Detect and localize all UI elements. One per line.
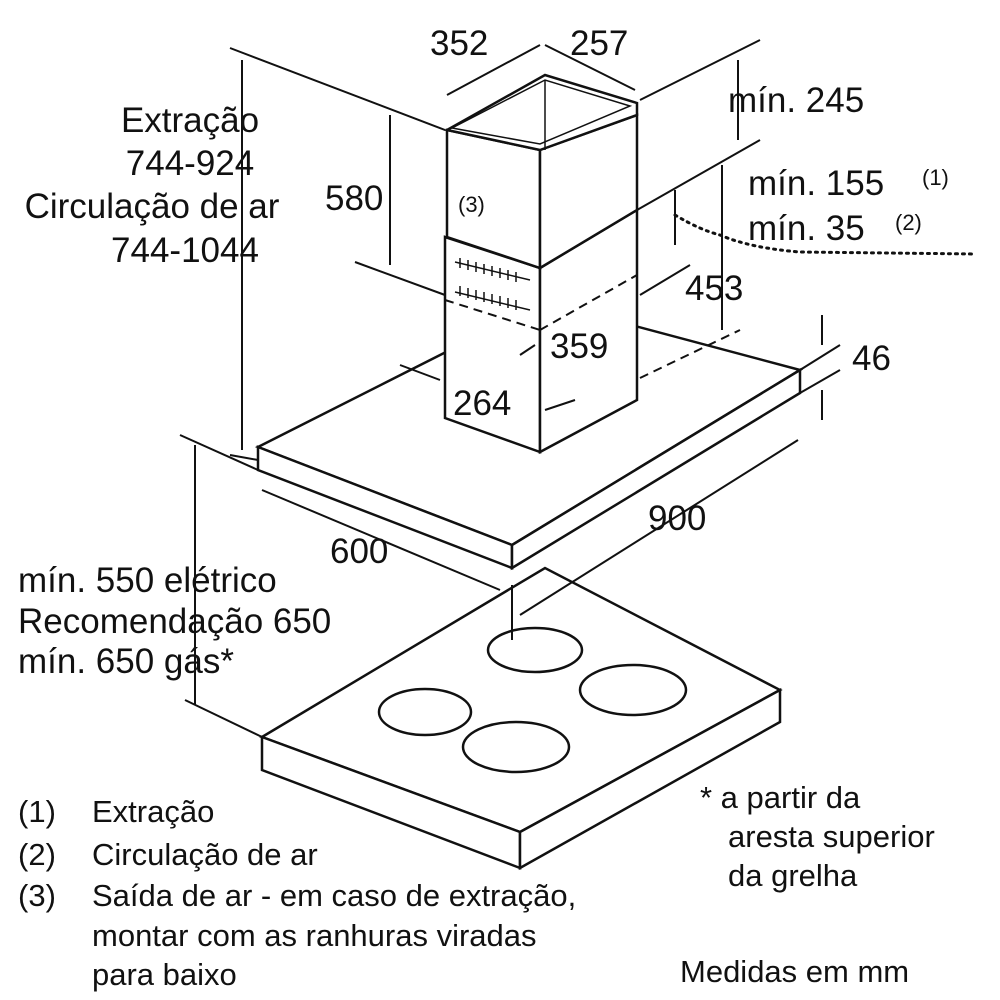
svg-text:aresta superior: aresta superior	[728, 819, 935, 854]
dim-900: 900	[648, 499, 706, 538]
svg-text:montar com as ranhuras viradas: montar com as ranhuras viradas	[92, 918, 537, 953]
svg-text:da grelha: da grelha	[728, 858, 858, 893]
svg-text:744-924: 744-924	[126, 144, 254, 183]
svg-text:Extração: Extração	[121, 101, 259, 140]
dim-264: 264	[453, 384, 511, 423]
svg-text:Circulação de ar: Circulação de ar	[25, 187, 280, 226]
cooktop	[259, 566, 783, 871]
svg-text:Recomendação 650: Recomendação 650	[18, 602, 331, 641]
svg-text:744-1044: 744-1044	[111, 231, 259, 270]
burner	[377, 687, 473, 737]
svg-text:Extração: Extração	[92, 794, 214, 829]
dim-46: 46	[852, 339, 891, 378]
dim-453: 453	[685, 269, 743, 308]
svg-text:* a partir da: * a partir da	[700, 780, 861, 815]
svg-text:(1): (1)	[18, 794, 56, 829]
dim-600: 600	[330, 532, 388, 571]
dim-min-35: mín. 35	[748, 209, 865, 248]
grille-marker: (3)	[458, 192, 485, 217]
dim-580: 580	[325, 179, 383, 218]
units-note: Medidas em mm	[680, 954, 909, 989]
dim-352: 352	[430, 24, 488, 63]
dimension-lines	[179, 39, 977, 738]
dim-257: 257	[570, 24, 628, 63]
svg-text:mín. 650 gás*: mín. 650 gás*	[18, 642, 234, 681]
height-label: Extração 744-924 Circulação de ar 744-10…	[25, 101, 280, 270]
note-2-marker: (2)	[895, 210, 922, 235]
dim-359: 359	[550, 327, 608, 366]
dim-min-245: mín. 245	[728, 81, 864, 120]
note-1-marker: (1)	[922, 165, 949, 190]
svg-text:mín. 550 elétrico: mín. 550 elétrico	[18, 561, 277, 600]
svg-text:(2): (2)	[18, 837, 56, 872]
burner	[578, 663, 688, 717]
burner	[461, 720, 571, 774]
svg-text:(3): (3)	[18, 878, 56, 913]
svg-text:Circulação de ar: Circulação de ar	[92, 837, 318, 872]
svg-text:para baixo: para baixo	[92, 957, 237, 992]
chimney	[443, 73, 639, 455]
legend: (1) Extração (2) Circulação de ar (3) Sa…	[18, 794, 576, 992]
footnote: * a partir da aresta superior da grelha	[700, 780, 935, 893]
air-outlet-grille	[454, 258, 531, 311]
svg-text:Saída de ar - em caso de extra: Saída de ar - em caso de extração,	[92, 878, 576, 913]
clearance-label: mín. 550 elétrico Recomendação 650 mín. …	[18, 561, 331, 681]
dim-min-155: mín. 155	[748, 164, 884, 203]
